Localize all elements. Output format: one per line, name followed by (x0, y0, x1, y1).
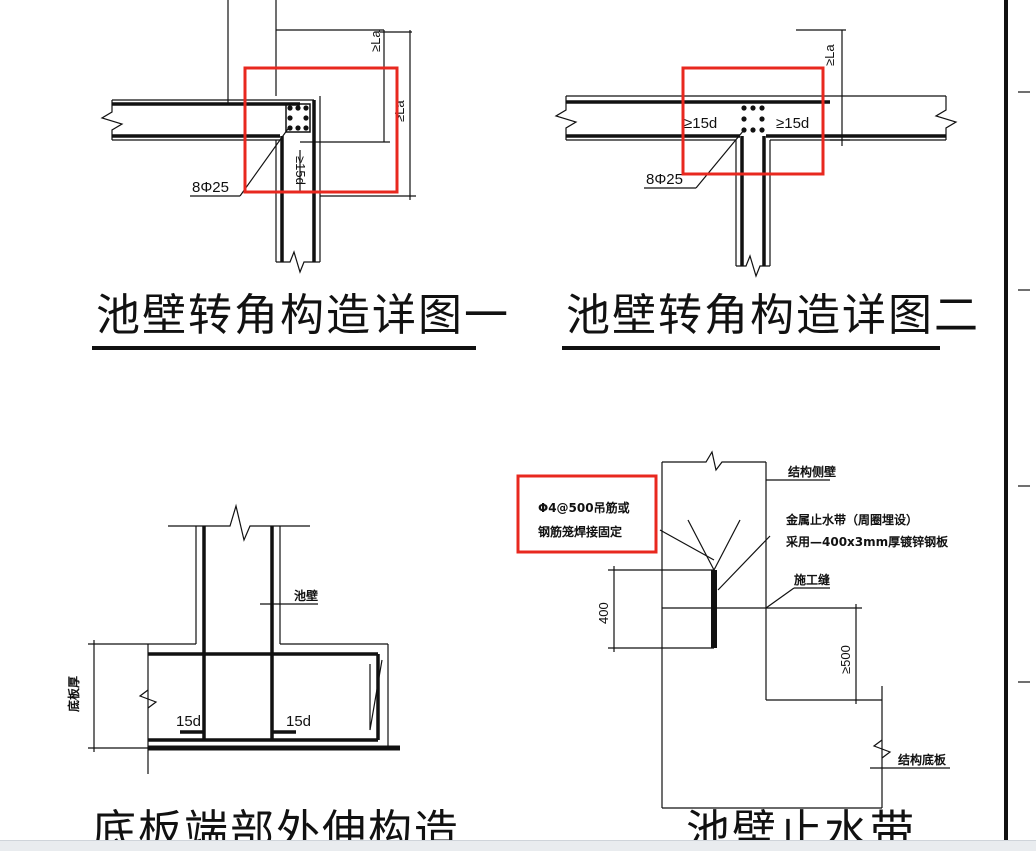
highlight-box-2 (681, 66, 825, 176)
rebar-dots (285, 103, 311, 133)
side-wall-label: 结构侧壁 (788, 464, 836, 479)
detail-1-corner: 8Φ25 ≥La ≥La ≥15d 池壁转角构造详图一 (92, 0, 510, 350)
base-slab-label: 结构底板 (898, 752, 947, 767)
hanger-line-1: Φ4@500吊筋或 (538, 500, 630, 515)
bar-label: 8Φ25 (192, 179, 229, 196)
dim-400: 400 (596, 602, 611, 624)
slab-thickness-label: 底板厚 (66, 676, 81, 712)
anchor-right-label: 15d (286, 713, 311, 730)
detail-2-title: 池壁转角构造详图二 (566, 290, 980, 341)
dim-500: ≥500 (838, 645, 853, 674)
rebar-dots-2 (741, 105, 765, 133)
dim-15d-right: ≥15d (776, 115, 809, 132)
detail-4-waterstop: 施工缝 金属止水带（周圈埋设） 采用—400x3mm厚镀锌钢板 结构侧壁 Φ4@… (516, 450, 950, 850)
detail-3-slab-end: 底板厚 15d 15d 池壁 底板端部外伸构造 (66, 503, 458, 850)
detail-1-title: 池壁转角构造详图一 (96, 290, 510, 341)
waterstop-line-1: 金属止水带（周圈埋设） (785, 512, 918, 527)
joint-label: 施工缝 (794, 572, 830, 587)
dim-la-d2: ≥La (822, 44, 837, 66)
bottom-scrollbar[interactable] (0, 840, 1036, 851)
sheet-frame (1004, 0, 1030, 850)
dim-la-2: ≥La (392, 100, 407, 122)
highlight-box-3 (516, 474, 658, 554)
dim-15d: ≥15d (293, 156, 308, 185)
detail-2-tee: 8Φ25 ≥15d ≥15d ≥La 池壁转角构造详图二 (554, 29, 980, 350)
bar-label-2: 8Φ25 (646, 171, 683, 188)
highlight-box-1 (243, 66, 399, 194)
dim-la-1: ≥La (368, 30, 383, 52)
wall-label: 池壁 (294, 588, 318, 603)
waterstop-line-2: 采用—400x3mm厚镀锌钢板 (785, 534, 949, 549)
dim-15d-left: ≥15d (684, 115, 717, 132)
anchor-left-label: 15d (176, 713, 201, 730)
hanger-line-2: 钢筋笼焊接固定 (538, 524, 622, 539)
